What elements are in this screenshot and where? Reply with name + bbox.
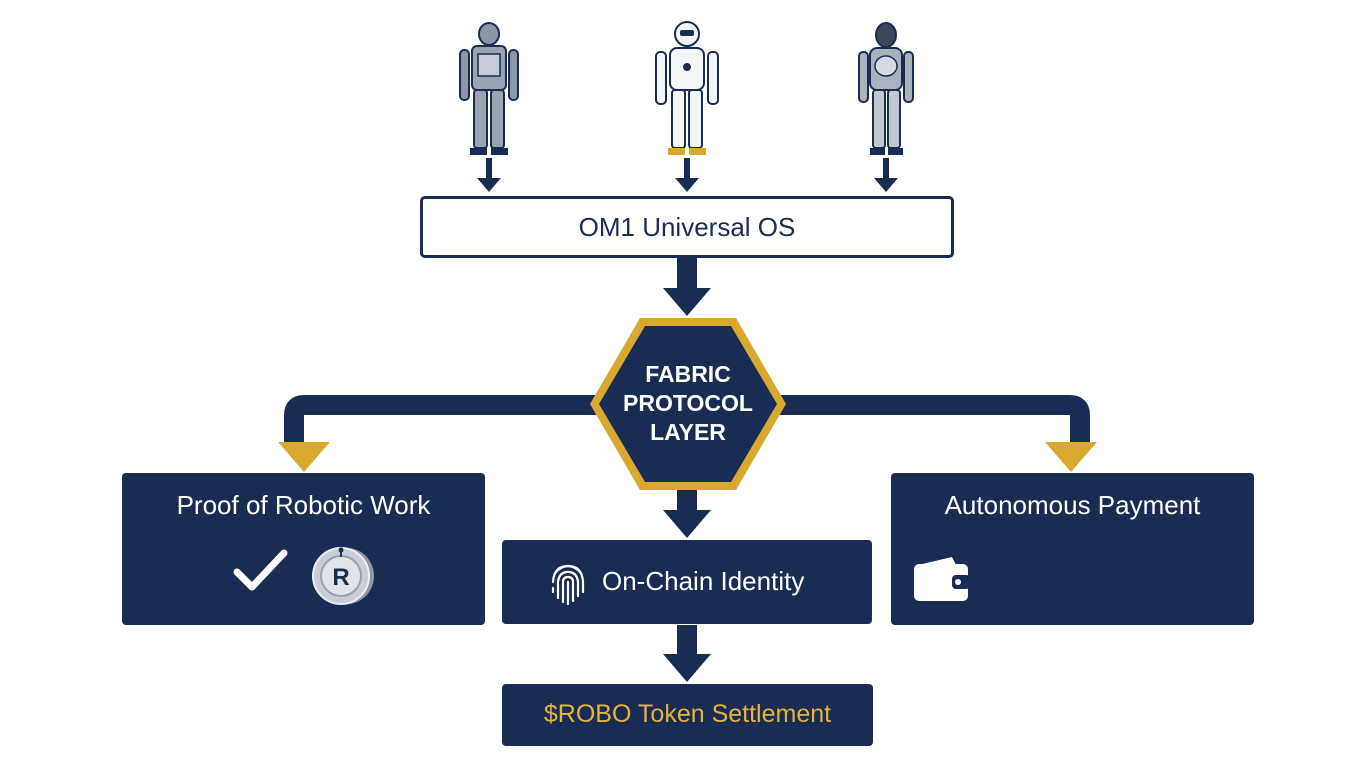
proof-of-work-box: Proof of Robotic Work R bbox=[122, 473, 485, 625]
branch-left-connector bbox=[278, 395, 600, 472]
wallet-icon bbox=[914, 557, 970, 601]
protocol-to-identity-arrow bbox=[663, 490, 711, 538]
protocol-layer-label: FABRIC PROTOCOL LAYER bbox=[590, 360, 786, 447]
robot-grey-icon bbox=[459, 22, 519, 155]
settlement-box: $ROBO Token Settlement bbox=[502, 684, 873, 746]
robot-arrows bbox=[477, 158, 898, 192]
protocol-hexagon bbox=[590, 318, 786, 490]
robot-dark-icon bbox=[858, 22, 914, 155]
protocol-line-1: FABRIC bbox=[645, 361, 731, 387]
os-layer-box: OM1 Universal OS bbox=[420, 196, 954, 258]
robot-white-icon bbox=[655, 21, 719, 155]
robo-coin-letter: R bbox=[332, 564, 349, 591]
identity-box: On-Chain Identity bbox=[502, 540, 872, 624]
proof-of-work-label: Proof of Robotic Work bbox=[176, 490, 431, 520]
os-layer-label: OM1 Universal OS bbox=[578, 211, 796, 242]
robo-coin-icon: R bbox=[312, 547, 374, 605]
payment-label: Autonomous Payment bbox=[944, 490, 1201, 520]
checkmark-icon bbox=[233, 549, 288, 591]
branch-right-connector bbox=[775, 395, 1097, 472]
settlement-label: $ROBO Token Settlement bbox=[543, 700, 832, 728]
identity-label: On-Chain Identity bbox=[602, 566, 805, 596]
identity-to-settlement-arrow bbox=[663, 625, 711, 682]
payment-box: Autonomous Payment bbox=[891, 473, 1254, 625]
protocol-line-2: PROTOCOL bbox=[623, 390, 753, 416]
protocol-line-3: LAYER bbox=[650, 419, 726, 445]
fingerprint-icon bbox=[551, 564, 585, 606]
os-to-protocol-arrow bbox=[663, 258, 711, 316]
